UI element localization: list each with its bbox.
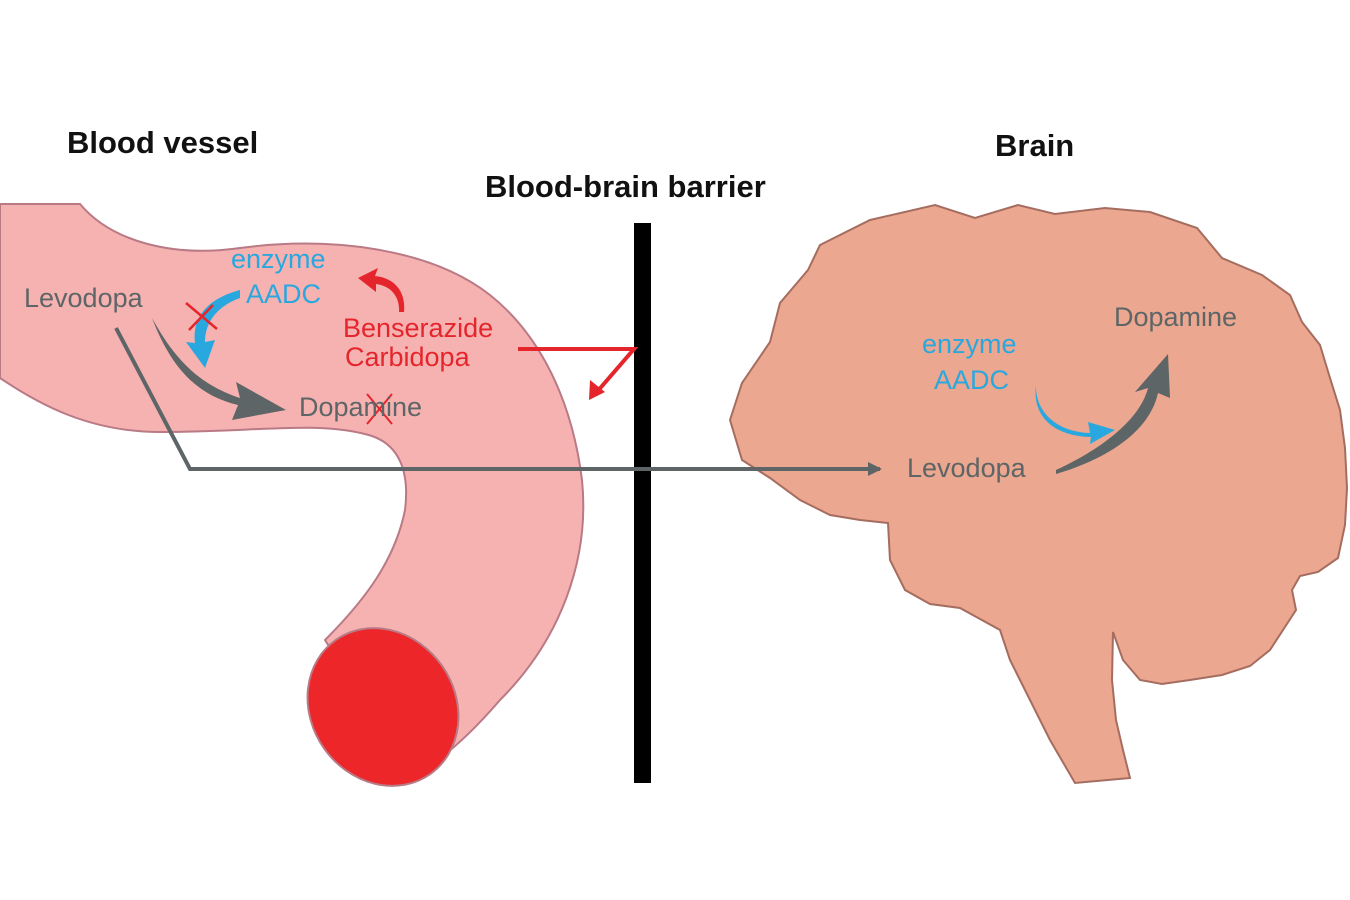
brain-enzyme-arrow — [1035, 385, 1115, 444]
inhibitor-barrier-arrowhead — [589, 380, 605, 400]
vessel-carbidopa-label: Carbidopa — [345, 342, 471, 372]
vessel-conversion-arrow — [152, 318, 286, 420]
vessel-enzyme-arrow — [186, 290, 240, 368]
vessel-opening — [306, 627, 460, 787]
brain-conversion-arrow — [1056, 354, 1170, 474]
vessel-aadc-label: AADC — [246, 279, 321, 309]
dopamine-blocked-cross — [366, 393, 393, 425]
blood-brain-barrier-line — [634, 223, 651, 783]
vessel-enzyme-label: enzyme — [231, 244, 326, 274]
brain-shape — [728, 203, 1349, 785]
heading-blood-vessel: Blood vessel — [67, 125, 258, 160]
vessel-levodopa-label: Levodopa — [24, 283, 144, 313]
vessel-dopamine-label: Dopamine — [299, 392, 422, 422]
vessel-benserazide-label: Benserazide — [343, 313, 493, 343]
blood-vessel-shape — [0, 203, 585, 780]
heading-blood-brain-barrier: Blood-brain barrier — [485, 169, 766, 204]
inhibitor-to-enzyme-arrow — [358, 268, 405, 312]
heading-brain: Brain — [995, 128, 1074, 163]
brain-enzyme-label: enzyme — [922, 329, 1017, 359]
brain-aadc-label: AADC — [934, 365, 1009, 395]
levodopa-crossing-arrow — [114, 327, 882, 476]
brain-levodopa-label: Levodopa — [907, 453, 1027, 483]
brain-dopamine-label: Dopamine — [1114, 302, 1237, 332]
inhibitor-barrier-arrow — [518, 347, 639, 395]
enzyme-blocked-cross — [185, 302, 218, 331]
